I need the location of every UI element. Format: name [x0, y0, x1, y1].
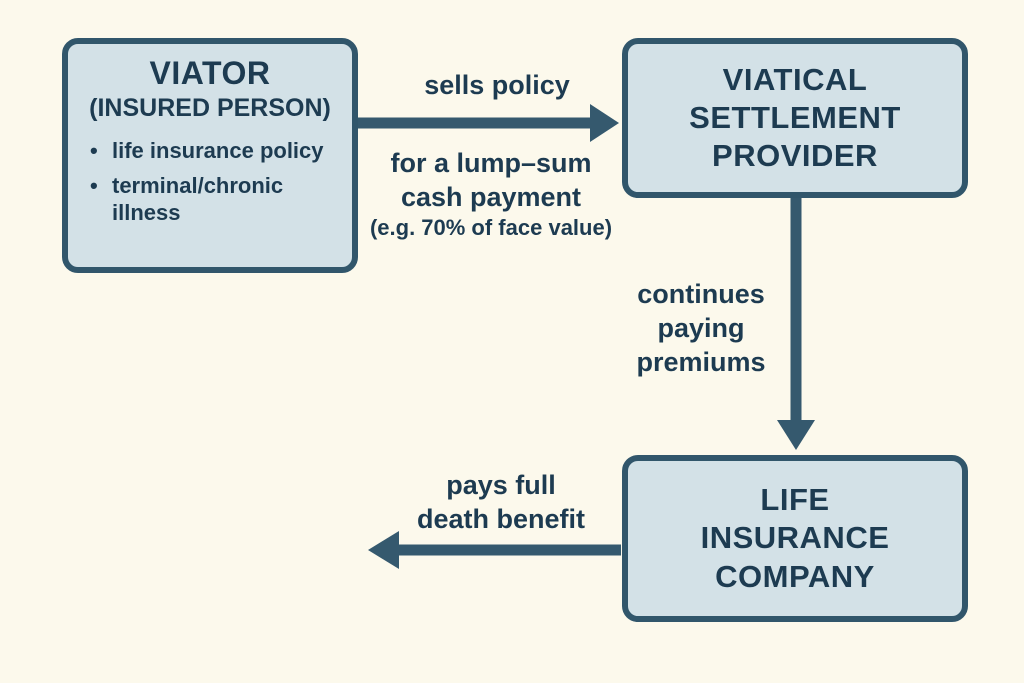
viator-subtitle: (INSURED PERSON) [89, 94, 331, 122]
premiums-label-line: continues [637, 279, 765, 309]
premiums-arrow [777, 196, 815, 450]
insurer-title-line: INSURANCE [700, 520, 890, 556]
insurer-title-line: COMPANY [715, 558, 875, 594]
bullet-text: life insurance policy [112, 138, 324, 163]
provider-box: VIATICAL SETTLEMENT PROVIDER [622, 38, 968, 198]
death-benefit-arrow [368, 531, 621, 569]
insurer-box: LIFE INSURANCE COMPANY [622, 455, 968, 622]
provider-title-line: SETTLEMENT [689, 99, 901, 135]
lump-sum-label-line: cash payment [400, 182, 582, 213]
death-benefit-label-line: pays full [446, 470, 556, 500]
insurer-title: LIFE INSURANCE COMPANY [701, 481, 890, 595]
bullet-icon: • [90, 138, 98, 163]
premiums-label: continues paying premiums [636, 277, 765, 379]
provider-title-line: PROVIDER [712, 138, 878, 174]
insurer-title-line: LIFE [760, 482, 830, 518]
lump-sum-label-line: (e.g. 70% of face value) [369, 215, 613, 241]
viator-box: VIATOR (INSURED PERSON) • life insurance… [62, 38, 358, 273]
premiums-label-line: paying [657, 313, 745, 344]
sells-policy-arrow [358, 104, 619, 142]
death-benefit-label-line: death benefit [416, 504, 586, 535]
viator-bullet-list: • life insurance policy • terminal/chron… [68, 138, 352, 226]
bullet-text: terminal/chronic illness [112, 173, 284, 225]
provider-title-line: VIATICAL [722, 61, 868, 97]
lump-sum-label: for a lump–sum cash payment (e.g. 70% of… [370, 146, 612, 242]
sells-policy-label: sells policy [424, 70, 570, 100]
provider-title: VIATICAL SETTLEMENT PROVIDER [689, 61, 901, 175]
bullet-icon: • [90, 173, 98, 199]
premiums-label-line: premiums [636, 347, 766, 378]
death-benefit-label: pays full death benefit [417, 468, 585, 536]
list-item: • terminal/chronic illness [90, 173, 344, 226]
viator-title: VIATOR [149, 55, 271, 91]
lump-sum-label-line: for a lump–sum [390, 148, 592, 178]
list-item: • life insurance policy [90, 138, 344, 164]
